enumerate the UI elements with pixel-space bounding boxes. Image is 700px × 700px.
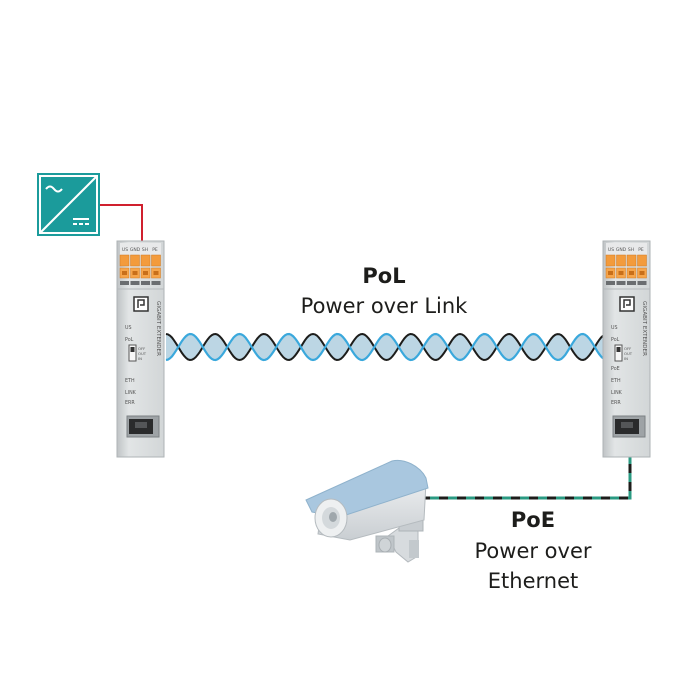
power-supply-wire [100,204,143,246]
led-label-err: ERR [125,400,135,406]
poe-subtitle-line2: Ethernet [487,569,579,593]
terminal-label: GND [616,247,627,253]
logo-mark [623,299,631,308]
terminal-push-button [616,254,626,267]
phoenix-logo-icon [619,296,635,312]
terminal-slot [143,271,148,275]
led-label-pol: PoL [611,337,620,343]
terminal-push-button [151,254,161,267]
rj45-port-clip [135,422,147,428]
switch-label-out: OUT [138,351,147,356]
pol-switch-toggle [130,347,135,352]
terminal-label: US [608,247,614,253]
terminal-push-button [626,254,637,267]
pol-switch [128,344,137,362]
terminal-label: SH [142,247,148,253]
led-label-us: US [611,325,618,331]
terminal-push-button [140,254,151,267]
led-label-poe: PoE [611,366,620,372]
terminal-slot [132,271,138,275]
terminal-label: PE [638,247,644,253]
terminal-label: PE [152,247,158,253]
phoenix-logo-icon [133,296,149,312]
terminal-label-strip [120,243,161,255]
led-label-err: ERR [611,400,621,406]
terminal-slot [122,271,127,275]
ip-camera-icon [305,459,429,563]
led-label-eth: ETH [611,378,621,384]
ac-dc-power-supply-icon [37,173,100,236]
poe-cable [420,455,632,500]
terminal-contact [606,281,615,285]
switch-label-off: OFF [624,346,631,351]
switch-label-off: OFF [138,346,145,351]
terminal-slot [608,271,613,275]
led-label-eth: ETH [125,378,135,384]
terminal-push-button [605,254,616,267]
terminal-contact [151,281,161,285]
terminal-contact [637,281,647,285]
pol-switch-toggle [616,347,621,352]
pol-subtitle: Power over Link [300,294,468,318]
rj45-port-clip [621,422,633,428]
switch-label-out: OUT [624,351,633,356]
switch-label-in: IN [138,356,142,361]
poe-subtitle-line1: Power over [474,539,592,563]
led-label-us: US [125,325,132,331]
product-vertical-label: GIGABIT EXTENDER [641,301,647,356]
terminal-push-button [130,254,140,267]
terminal-slot [618,271,624,275]
pol-switch [614,344,623,362]
terminal-contact [616,281,626,285]
led-label-link: LINK [125,390,137,396]
terminal-push-button [637,254,647,267]
led-label-link: LINK [611,390,623,396]
terminal-contact [627,281,636,285]
terminal-contact [120,281,129,285]
terminal-contact [141,281,150,285]
terminal-slot [639,271,645,275]
product-vertical-label: GIGABIT EXTENDER [155,301,161,356]
poe-title: PoE [510,508,556,532]
terminal-label-strip [606,243,647,255]
pol-title: PoL [362,264,406,288]
terminal-label: SH [628,247,634,253]
logo-mark [137,299,145,308]
led-label-pol: PoL [125,337,134,343]
switch-label-in: IN [624,356,628,361]
terminal-contact [130,281,140,285]
terminal-label: US [122,247,128,253]
terminal-slot [629,271,634,275]
terminal-push-button [119,254,130,267]
terminal-slot [153,271,159,275]
pol-twisted-cable [165,332,604,362]
terminal-label: GND [130,247,141,253]
